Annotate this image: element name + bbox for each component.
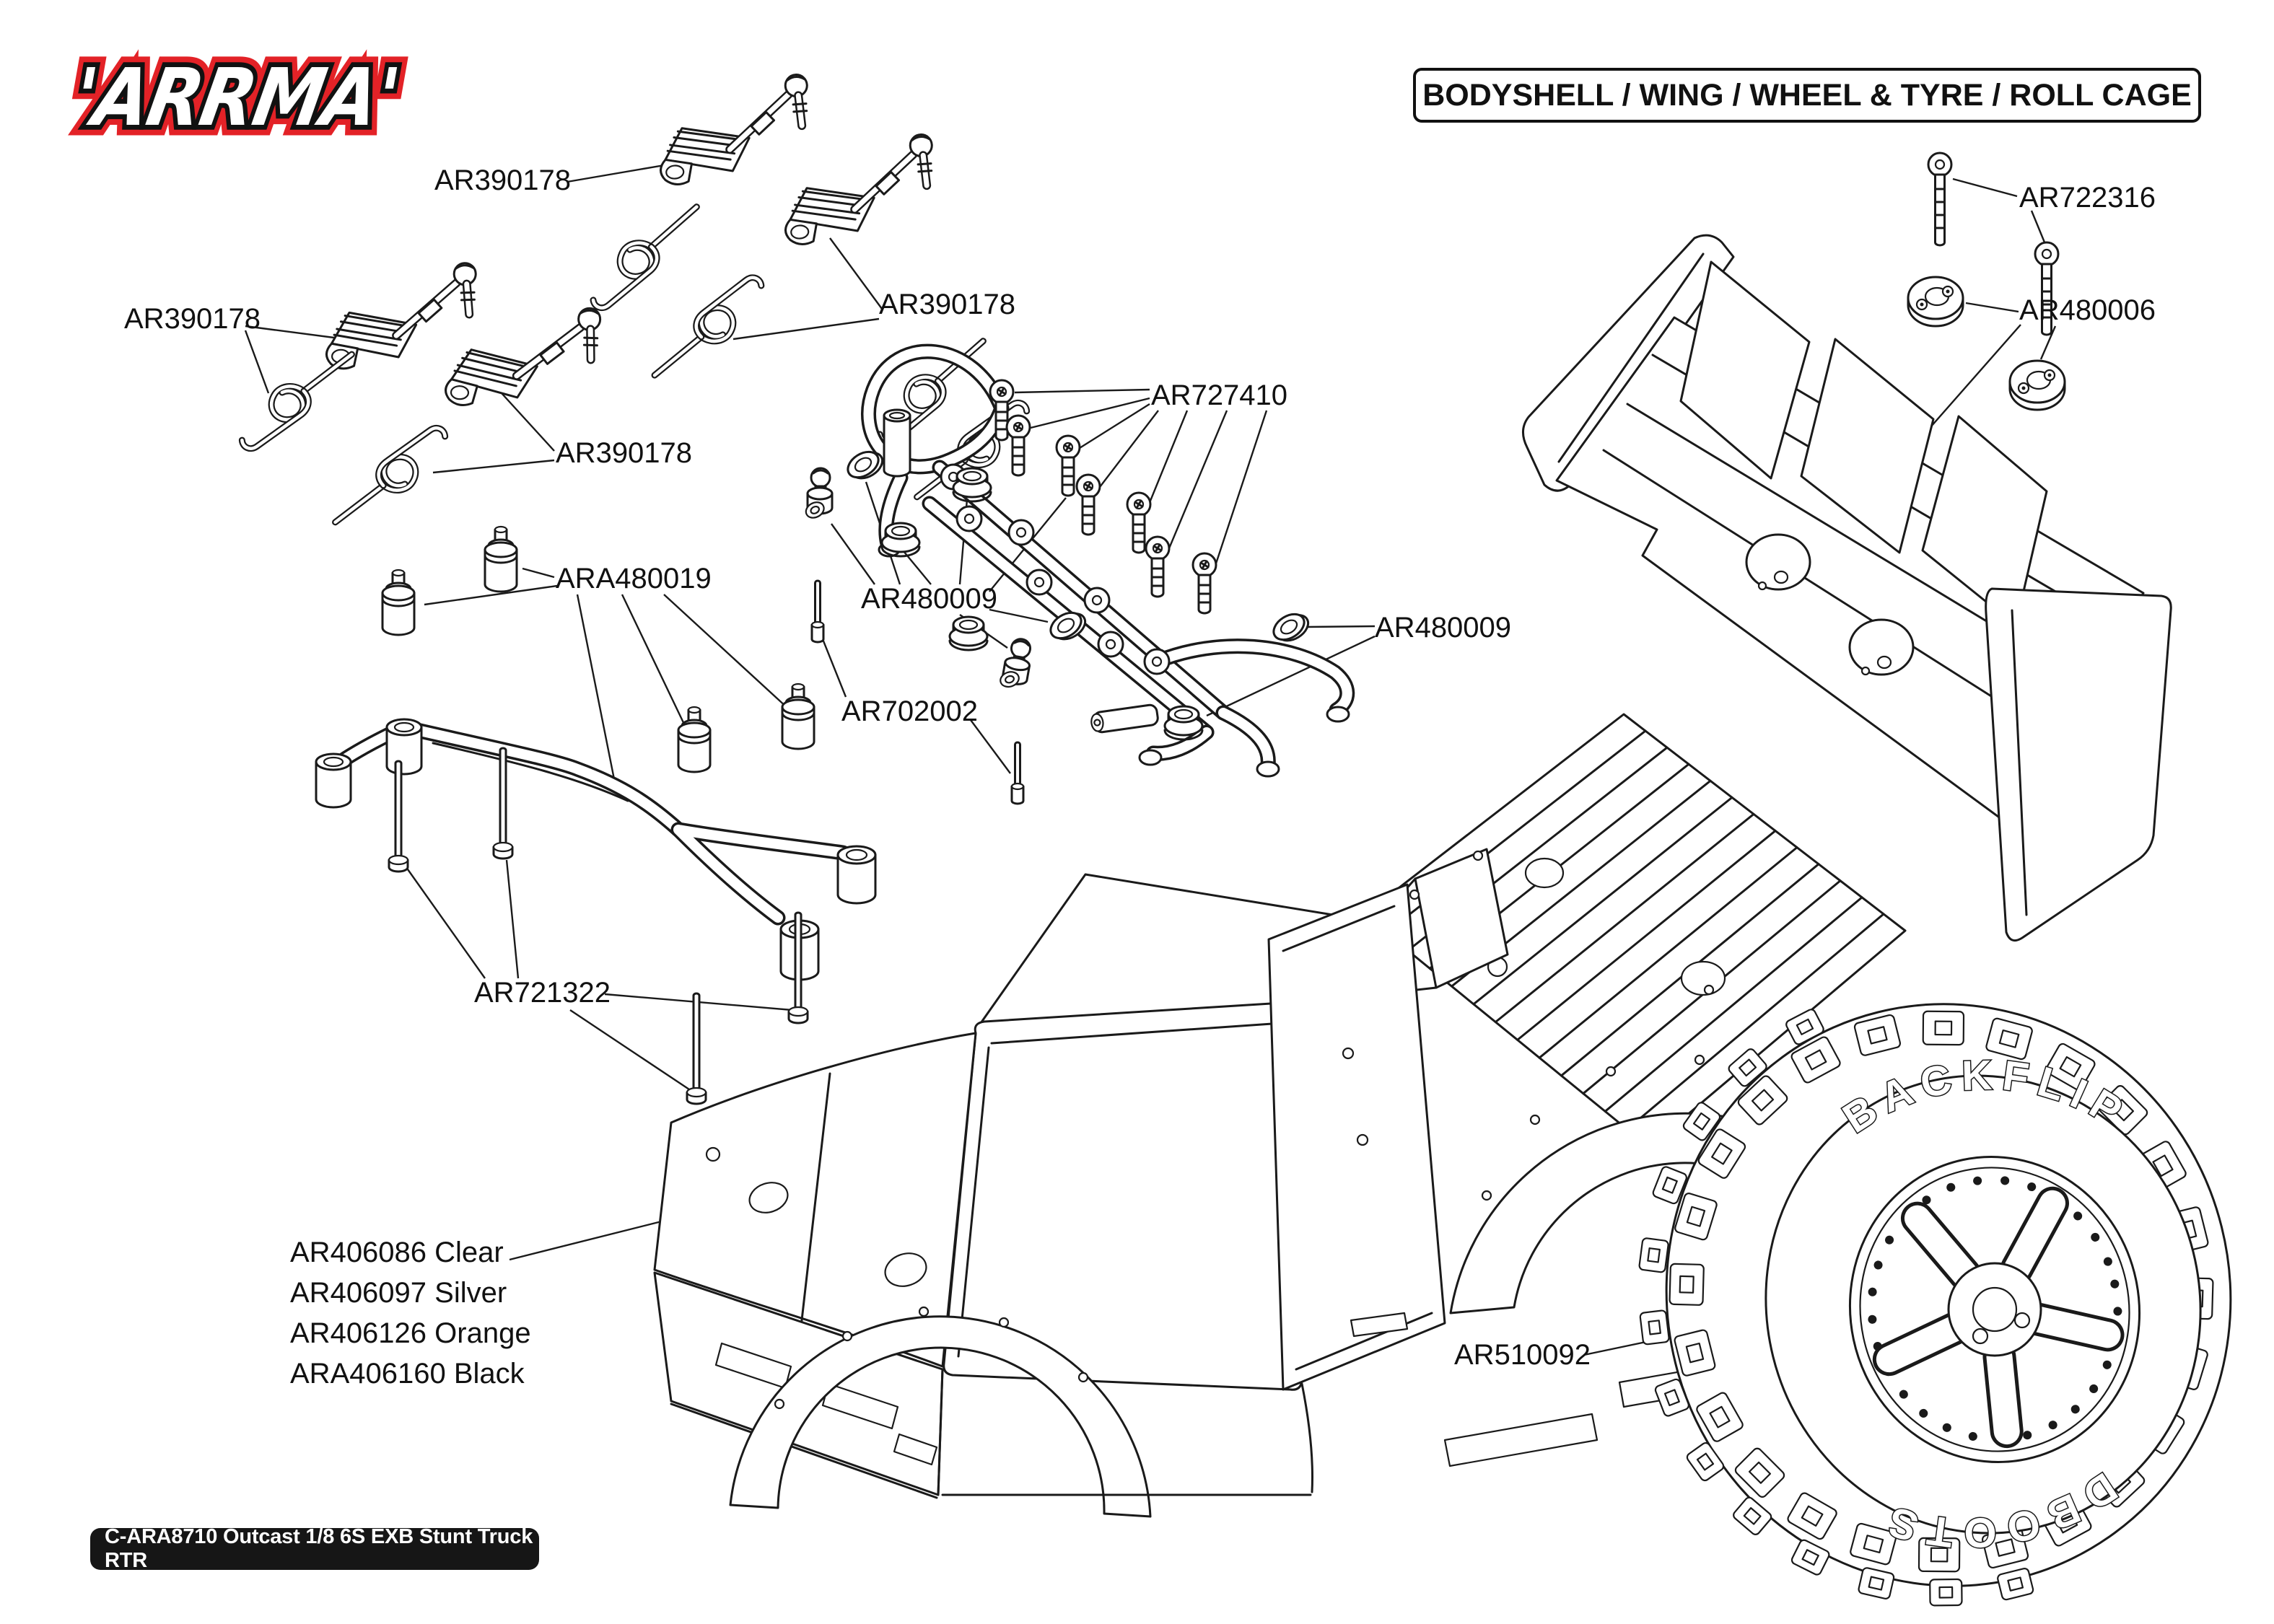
bushing-drawing: [948, 615, 989, 651]
label-ar702002: AR702002: [841, 695, 979, 727]
diagram-title: BODYSHELL / WING / WHEEL & TYRE / ROLL C…: [1422, 77, 2192, 113]
bodyshell-option: ARA406160 Black: [290, 1358, 525, 1390]
body-clip-drawing: [582, 207, 709, 309]
label-ara480019: ARA480019: [556, 563, 712, 594]
label-ar390178-4: AR390178: [556, 437, 693, 469]
body-clip-drawing: [329, 428, 450, 522]
body-post-drawing: [381, 569, 416, 636]
label-ar510092: AR510092: [1454, 1339, 1591, 1371]
mount-screw-drawing: [1010, 741, 1025, 805]
ball-stud-drawing: [802, 467, 834, 522]
button-screw-drawing: [1191, 552, 1217, 615]
beadlock-bolt-ring: [1867, 1175, 2122, 1444]
body-pin-drawing: [388, 760, 409, 873]
kit-code-box: C-ARA8710 Outcast 1/8 6S EXB Stunt Truck…: [90, 1525, 539, 1572]
label-ar480009-1: AR480009: [861, 583, 998, 615]
button-screw-drawing: [1075, 473, 1101, 536]
body-post-drawing: [484, 525, 518, 593]
diagram-title-box: BODYSHELL / WING / WHEEL & TYRE / ROLL C…: [1413, 68, 2201, 123]
body-mount-drawing: [445, 304, 600, 410]
bodyshell-options-list: AR406086 Clear AR406097 Silver AR406126 …: [290, 1232, 531, 1394]
body-mount-drawing: [323, 263, 478, 369]
label-ar721322: AR721322: [474, 977, 611, 1009]
bodyshell-option: AR406126 Orange: [290, 1317, 531, 1349]
label-ar480006: AR480006: [2019, 294, 2156, 326]
body-mount-drawing: [655, 74, 813, 186]
bushing-post-drawing: [883, 408, 911, 478]
body-pin-drawing: [492, 747, 514, 860]
wheel-tyre-drawing: BACKFLIP DBOOTS: [1638, 1003, 2232, 1607]
wheel-spokes: [1872, 1186, 2125, 1449]
flare-rivets: [774, 1306, 1089, 1410]
wing-washer-drawing: [2008, 359, 2066, 411]
wing-screw-drawing: [1927, 152, 1953, 247]
cage-clamp-lugs: [940, 463, 1171, 675]
label-ar390178-1: AR390178: [434, 164, 572, 196]
wing-rib: [1921, 415, 2048, 627]
label-ar390178-3: AR390178: [124, 303, 261, 335]
kit-code-text: C-ARA8710 Outcast 1/8 6S EXB Stunt Truck…: [105, 1525, 533, 1572]
body-clip-drawing: [645, 277, 769, 375]
wing-rib: [1800, 338, 1935, 554]
mount-screw-drawing: [810, 579, 825, 644]
body-pin-drawing: [686, 992, 707, 1105]
brace-bosses: [315, 718, 877, 981]
bodyshell-option: AR406086 Clear: [290, 1237, 504, 1268]
button-screw-drawing: [1145, 535, 1171, 598]
bodyshell-option: AR406097 Silver: [290, 1277, 507, 1309]
cage-bushings: [802, 408, 1314, 805]
bushing-drawing: [1268, 606, 1314, 649]
bushing-drawing: [952, 467, 992, 503]
body-post-drawing: [677, 706, 712, 773]
label-ar727410: AR727410: [1151, 379, 1288, 411]
body-post-drawing: [781, 682, 815, 750]
label-ar390178-2: AR390178: [879, 289, 1016, 320]
body-brace-assembly: [315, 525, 877, 1105]
label-ar480009-2: AR480009: [1375, 612, 1512, 644]
wing-washer-drawing: [1907, 276, 1964, 328]
leader-lines: [244, 162, 2057, 1356]
wing-rib: [1679, 260, 1811, 480]
body-mount-drawing: [779, 134, 938, 246]
wing-drawing: [1522, 152, 2172, 942]
button-screw-drawing: [1005, 414, 1031, 477]
label-ar722316: AR722316: [2019, 182, 2156, 214]
